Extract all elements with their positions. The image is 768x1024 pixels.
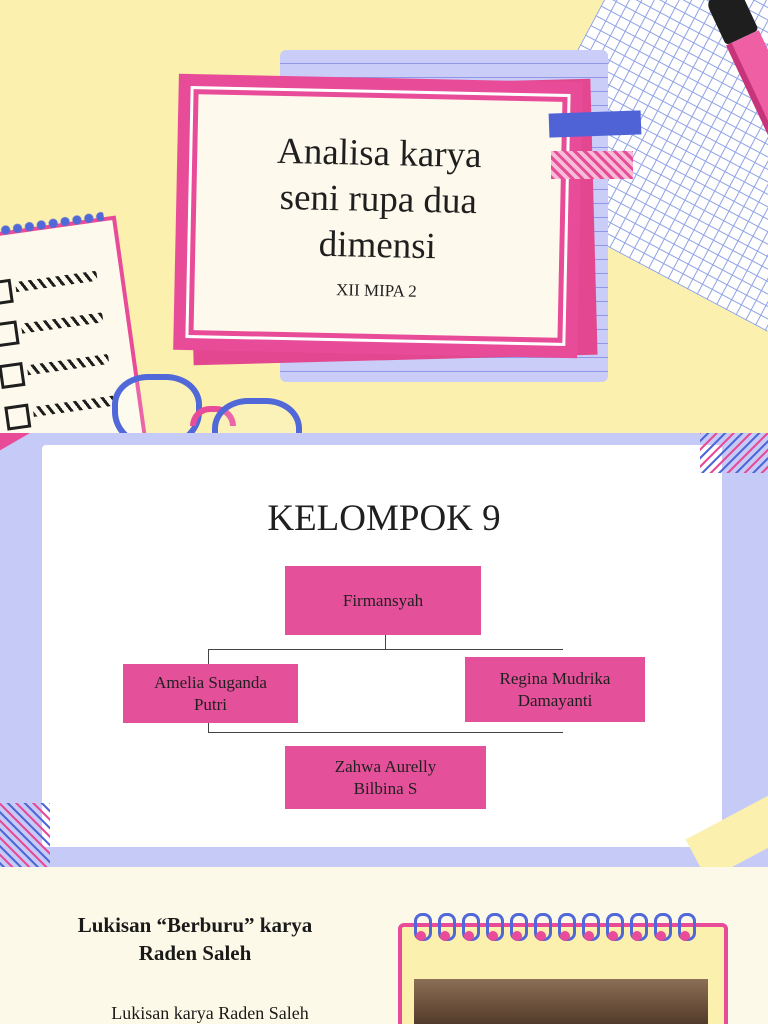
org-box-bottom: Zahwa Aurelly Bilbina S [285, 746, 486, 809]
member-name: Firmansyah [342, 590, 424, 610]
pink-tape-decoration [551, 151, 633, 179]
title-line: seni rupa dua [279, 176, 478, 223]
title-frame: Analisa karya seni rupa dua dimensi XII … [173, 73, 583, 359]
org-connector [208, 732, 563, 733]
member-name: Zahwa Aurelly [334, 756, 437, 776]
title-slide: Analisa karya seni rupa dua dimensi XII … [0, 0, 768, 433]
member-name: Regina Mudrika [499, 668, 611, 688]
slide-subtitle: XII MIPA 2 [335, 280, 417, 301]
org-connector [385, 635, 386, 649]
artwork-heading: Lukisan “Berburu” karya Raden Saleh [40, 911, 350, 967]
org-connector [208, 649, 563, 650]
title-line: Analisa karya [276, 130, 482, 177]
member-name: Damayanti [517, 690, 593, 710]
artwork-slide: Lukisan “Berburu” karya Raden Saleh Luki… [0, 867, 768, 1024]
group-heading: KELOMPOK 9 [267, 498, 501, 539]
title-card: Analisa karya seni rupa dua dimensi XII … [193, 94, 563, 338]
notebook-spirals [408, 913, 708, 941]
org-box-top: Firmansyah [285, 566, 481, 635]
painting-image [414, 979, 708, 1024]
slide-title: Analisa karya seni rupa dua dimensi [275, 129, 482, 271]
member-name: Putri [193, 694, 228, 714]
artwork-description: Lukisan karya Raden Saleh [111, 1003, 309, 1023]
title-line: dimensi [318, 223, 437, 268]
heading-line: Raden Saleh [138, 941, 252, 965]
org-box-right: Regina Mudrika Damayanti [465, 657, 645, 722]
org-box-left: Amelia Suganda Putri [123, 664, 298, 723]
glasses-icon [112, 372, 302, 433]
blue-tape-decoration [548, 110, 642, 138]
zigzag-decoration [700, 433, 768, 473]
heading-line: Lukisan “Berburu” karya [77, 913, 313, 937]
member-name: Bilbina S [353, 778, 418, 798]
member-name: Amelia Suganda [154, 672, 267, 692]
zigzag-decoration [0, 803, 50, 867]
group-slide: KELOMPOK 9 Firmansyah Amelia Suganda Put… [0, 433, 768, 867]
